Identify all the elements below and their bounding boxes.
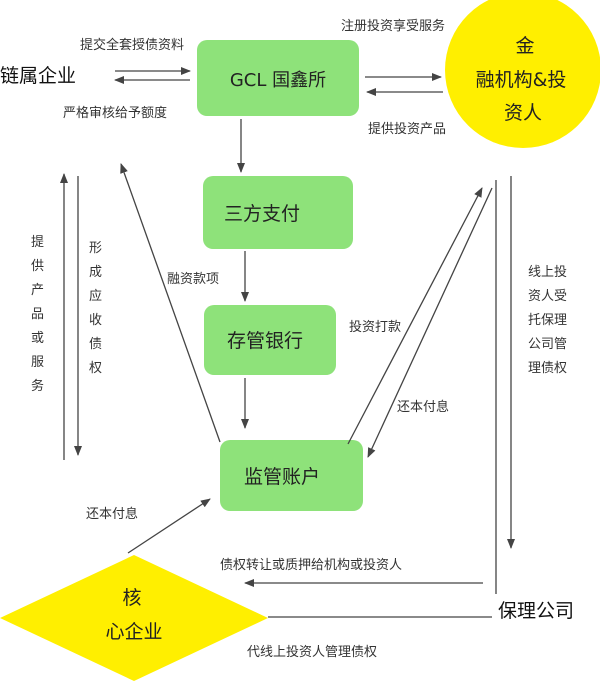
node-baoli: 保理公司 bbox=[498, 600, 574, 622]
edge-label-transfer: 债权转让或质押给机构或投资人 bbox=[220, 557, 402, 573]
node-hexin: 核 心企业 bbox=[0, 555, 268, 681]
edge-label-manage: 代线上投资人管理债权 bbox=[247, 644, 377, 660]
edge-label-entrust-line: 线上投 bbox=[528, 264, 567, 280]
edge-label-entrust: 线上投 资人受 托保理 公司管 理债权 bbox=[528, 264, 567, 376]
edge-label-receivable-char: 债 bbox=[89, 337, 102, 352]
edge-label-entrust-line: 公司管 bbox=[528, 337, 567, 352]
edge-arrow-repay-right bbox=[367, 187, 493, 458]
edge-arrow-invest bbox=[347, 187, 483, 445]
node-jinrong-line1: 金 bbox=[515, 35, 534, 57]
node-jinrong-line2: 融机构&投 bbox=[476, 69, 567, 91]
edge-label-entrust-line: 理债权 bbox=[528, 360, 567, 376]
edge-label-receivable-char: 应 bbox=[89, 288, 102, 304]
node-jianguan-label: 监管账户 bbox=[244, 466, 320, 488]
edge-label-receivable-char: 成 bbox=[89, 265, 102, 280]
edge-arrow-jianguan-sanfang bbox=[120, 163, 221, 443]
edge-label-financing: 融资款项 bbox=[167, 272, 219, 287]
edge-label-repay-right: 还本付息 bbox=[397, 399, 449, 415]
edge-label-provide-char: 服 bbox=[31, 355, 44, 370]
node-gcl: GCL 国鑫所 bbox=[197, 40, 359, 116]
edge-label-receivable-char: 收 bbox=[89, 313, 102, 328]
node-cunguan: 存管银行 bbox=[204, 305, 336, 375]
edge-label-invest: 投资打款 bbox=[349, 319, 401, 335]
node-cunguan-label: 存管银行 bbox=[227, 330, 303, 352]
edge-label-receivable-char: 形 bbox=[89, 241, 102, 256]
edge-label-provide-char: 提 bbox=[31, 234, 44, 250]
edge-label-provide: 提 供 产 品 或 服 务 bbox=[31, 234, 44, 394]
edge-label-receivable: 形 成 应 收 债 权 bbox=[89, 241, 102, 376]
edge-arrow-repay-left bbox=[127, 498, 211, 554]
edge-label-approve: 严格审核给予额度 bbox=[63, 105, 167, 121]
edge-label-provide-char: 或 bbox=[31, 331, 44, 346]
edge-label-provide-char: 供 bbox=[31, 259, 44, 274]
edge-label-provide-char: 产 bbox=[31, 283, 44, 298]
node-jianguan: 监管账户 bbox=[220, 440, 363, 511]
edge-label-repay-left: 还本付息 bbox=[86, 506, 138, 522]
node-jinrong-line3: 资人 bbox=[504, 102, 542, 124]
edge-label-register: 注册投资享受服务 bbox=[341, 18, 445, 34]
edge-label-entrust-line: 托保理 bbox=[528, 313, 567, 328]
edge-label-provide-char: 务 bbox=[31, 378, 44, 394]
node-hexin-line2: 心企业 bbox=[105, 621, 162, 643]
edge-label-product: 提供投资产品 bbox=[368, 121, 446, 137]
node-hexin-line1: 核 bbox=[122, 587, 141, 609]
edge-label-provide-char: 品 bbox=[31, 307, 44, 322]
edge-label-submit: 提交全套授债资料 bbox=[80, 37, 184, 53]
edge-label-entrust-line: 资人受 bbox=[528, 289, 567, 304]
node-jinrong: 金 融机构&投 资人 bbox=[445, 0, 600, 148]
edge-label-receivable-char: 权 bbox=[89, 360, 102, 376]
node-gcl-label: GCL 国鑫所 bbox=[230, 70, 326, 91]
node-lianshu: 链属企业 bbox=[0, 65, 76, 87]
node-sanfang: 三方支付 bbox=[203, 176, 353, 249]
node-sanfang-label: 三方支付 bbox=[224, 203, 300, 225]
